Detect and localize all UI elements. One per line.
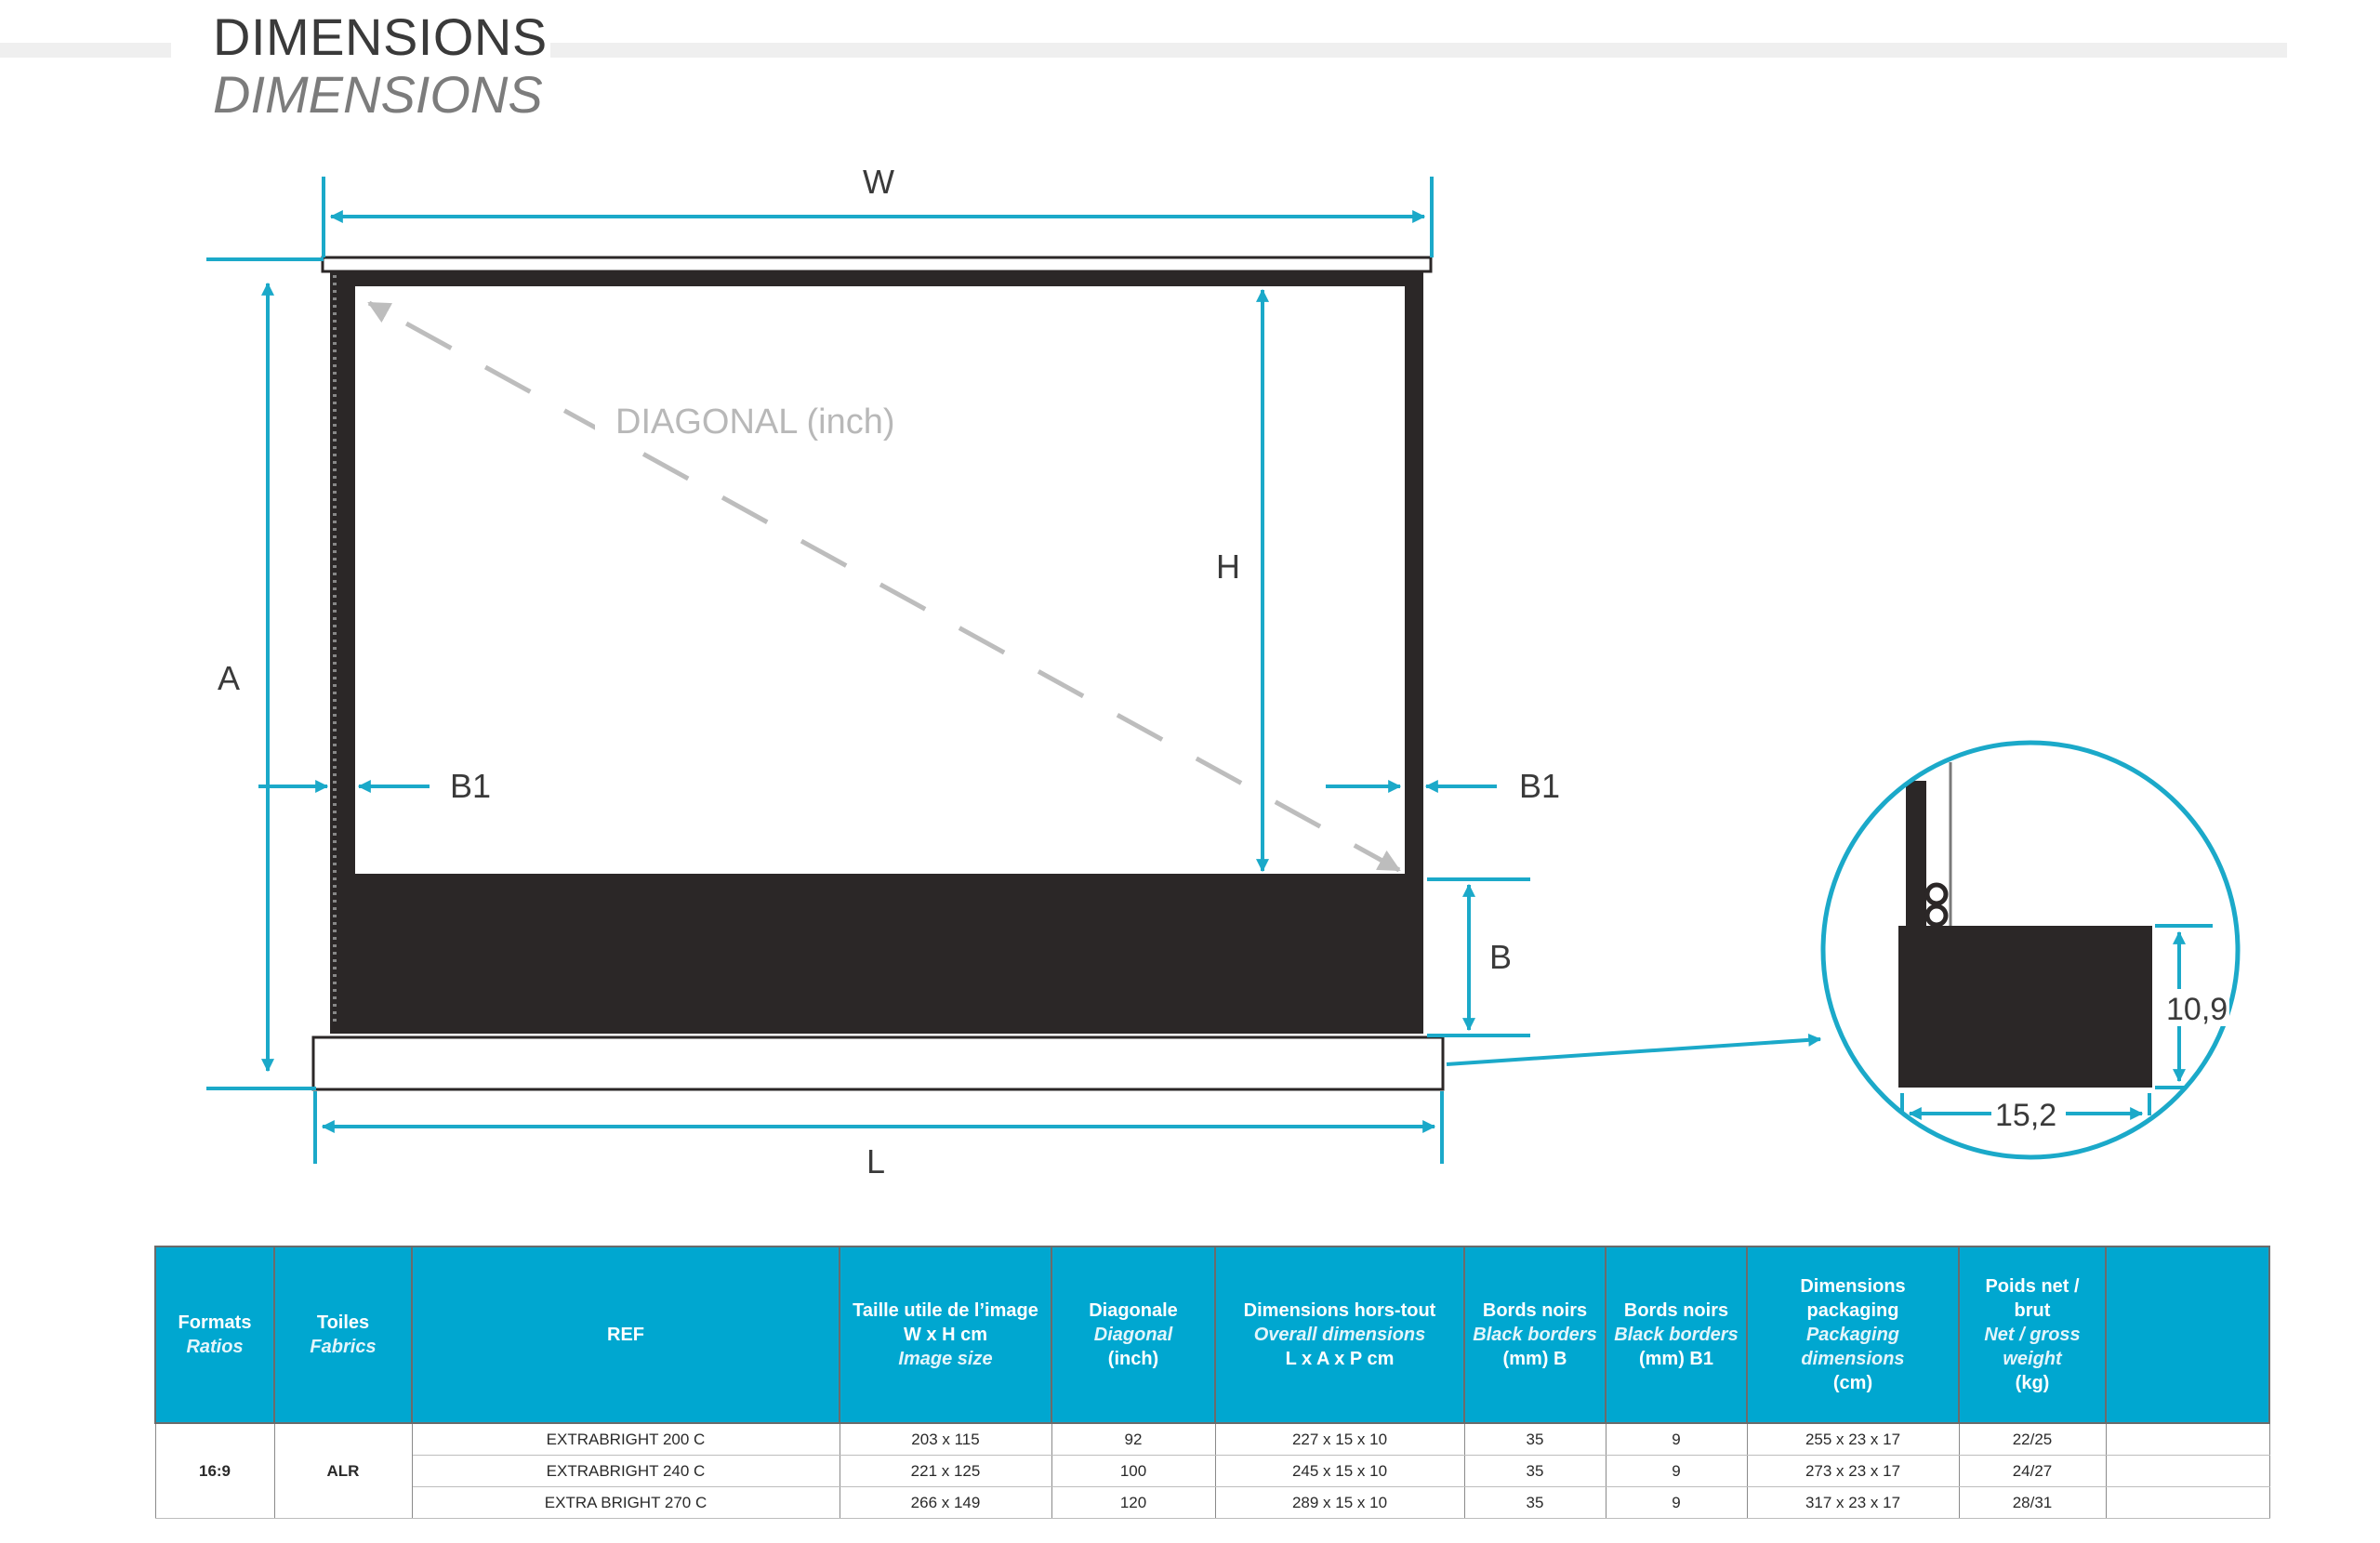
table-row: EXTRA BRIGHT 270 C 266 x 149 120 289 x 1… bbox=[155, 1486, 2270, 1519]
col-empty bbox=[2105, 1246, 2270, 1424]
cell-image-size: 221 x 125 bbox=[839, 1455, 1052, 1487]
cell-diagonal: 92 bbox=[1051, 1422, 1216, 1456]
cell-image-size: 266 x 149 bbox=[839, 1486, 1052, 1519]
detail-circle-border bbox=[1820, 740, 2241, 1160]
cell-weight: 28/31 bbox=[1958, 1486, 2107, 1519]
cell-empty bbox=[2105, 1486, 2270, 1519]
cell-packaging: 255 x 23 x 17 bbox=[1746, 1422, 1960, 1456]
detail-callout-arrow bbox=[1446, 1033, 1822, 1066]
cell-ref: EXTRABRIGHT 200 C bbox=[411, 1422, 840, 1456]
cell-format: 16:9 bbox=[154, 1422, 275, 1519]
cell-empty bbox=[2105, 1422, 2270, 1456]
cell-ref: EXTRABRIGHT 240 C bbox=[411, 1455, 840, 1487]
header-rule-left bbox=[0, 43, 171, 58]
cell-b1: 9 bbox=[1605, 1455, 1748, 1487]
table-row: 16:9 ALR EXTRABRIGHT 200 C 203 x 115 92 … bbox=[154, 1422, 2270, 1519]
label-l: L bbox=[866, 1142, 885, 1180]
detail-view bbox=[1823, 743, 2238, 1157]
cell-overall: 245 x 15 x 10 bbox=[1214, 1455, 1465, 1487]
cell-overall: 289 x 15 x 10 bbox=[1214, 1486, 1465, 1519]
detail-width-label: 15,2 bbox=[1995, 1098, 2056, 1133]
cell-packaging: 317 x 23 x 17 bbox=[1746, 1486, 1960, 1519]
bottom-housing bbox=[311, 1035, 1445, 1091]
diagonal-label: DIAGONAL (inch) bbox=[615, 402, 895, 442]
cell-b: 35 bbox=[1463, 1486, 1606, 1519]
cell-empty bbox=[2105, 1455, 2270, 1487]
col-ref: REF bbox=[411, 1246, 840, 1424]
page-subtitle: DIMENSIONS bbox=[213, 65, 543, 124]
label-b1-right: B1 bbox=[1519, 767, 1560, 805]
cell-packaging: 273 x 23 x 17 bbox=[1746, 1455, 1960, 1487]
table-row: EXTRABRIGHT 240 C 221 x 125 100 245 x 15… bbox=[155, 1455, 2270, 1487]
cell-ref: EXTRA BRIGHT 270 C bbox=[411, 1486, 840, 1519]
cell-diagonal: 120 bbox=[1051, 1486, 1216, 1519]
top-bar bbox=[321, 256, 1433, 273]
cell-image-size: 203 x 115 bbox=[839, 1422, 1052, 1456]
label-h: H bbox=[1216, 547, 1240, 586]
cell-overall: 227 x 15 x 10 bbox=[1214, 1422, 1465, 1456]
detail-height-label: 10,9 bbox=[2166, 992, 2228, 1027]
header-rule-right bbox=[550, 43, 2287, 58]
label-w: W bbox=[863, 163, 894, 201]
cell-diagonal: 100 bbox=[1051, 1455, 1216, 1487]
cell-b1: 9 bbox=[1605, 1422, 1748, 1456]
screen-image-area bbox=[355, 286, 1405, 874]
page-title: DIMENSIONS bbox=[213, 7, 548, 66]
dimension-diagram: DIAGONAL (inch) W A H B1 B1 B L bbox=[206, 163, 2241, 1180]
detail-roller-bottom bbox=[1924, 903, 1949, 928]
label-a: A bbox=[218, 659, 240, 697]
detail-roller-top bbox=[1924, 882, 1949, 906]
cell-fabric: ALR bbox=[273, 1422, 413, 1519]
cell-b1: 9 bbox=[1605, 1486, 1748, 1519]
cell-b: 35 bbox=[1463, 1455, 1606, 1487]
cell-weight: 24/27 bbox=[1958, 1455, 2107, 1487]
detail-screen-edge bbox=[1906, 781, 1926, 931]
detail-housing bbox=[1898, 926, 2152, 1088]
cell-weight: 22/25 bbox=[1958, 1422, 2107, 1456]
cell-b: 35 bbox=[1463, 1422, 1606, 1456]
label-b1-left: B1 bbox=[450, 767, 491, 805]
diagonal-arrow bbox=[367, 300, 1401, 873]
label-b: B bbox=[1489, 938, 1512, 976]
